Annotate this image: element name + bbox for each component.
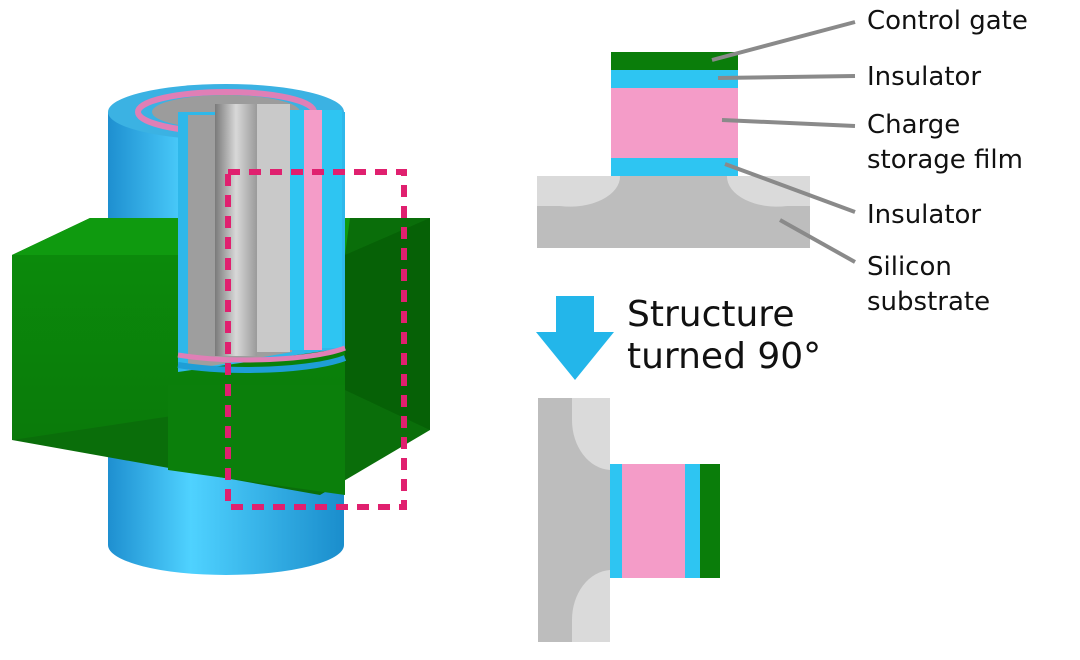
label-insulator-bottom: Insulator [867,200,981,230]
label-silicon-2: substrate [867,287,990,317]
label-charge-storage-2: storage film [867,145,1023,175]
charge-storage-layer-rotated [622,464,685,578]
transition-text-line2: turned 90° [627,336,821,377]
insulator-top-layer [611,70,738,88]
highlight-box [225,169,407,510]
insulator-bottom-layer [611,158,738,176]
charge-storage-layer [611,88,738,158]
rotated-cell-section [538,398,720,642]
transition-text-line1: Structure [627,294,794,335]
control-gate-layer [611,52,738,70]
cutaway-section [177,104,347,373]
planar-cell-section [537,52,810,248]
cylindrical-cell-3d [12,84,430,575]
label-charge-storage-1: Charge [867,110,960,140]
insulator-left-layer [610,464,622,578]
leader-lines [711,20,856,264]
down-arrow-icon [536,296,614,380]
label-control-gate: Control gate [867,6,1028,36]
control-gate-layer-rotated [700,464,720,578]
label-silicon-1: Silicon [867,252,952,282]
label-insulator-top: Insulator [867,62,981,92]
insulator-right-layer [685,464,700,578]
